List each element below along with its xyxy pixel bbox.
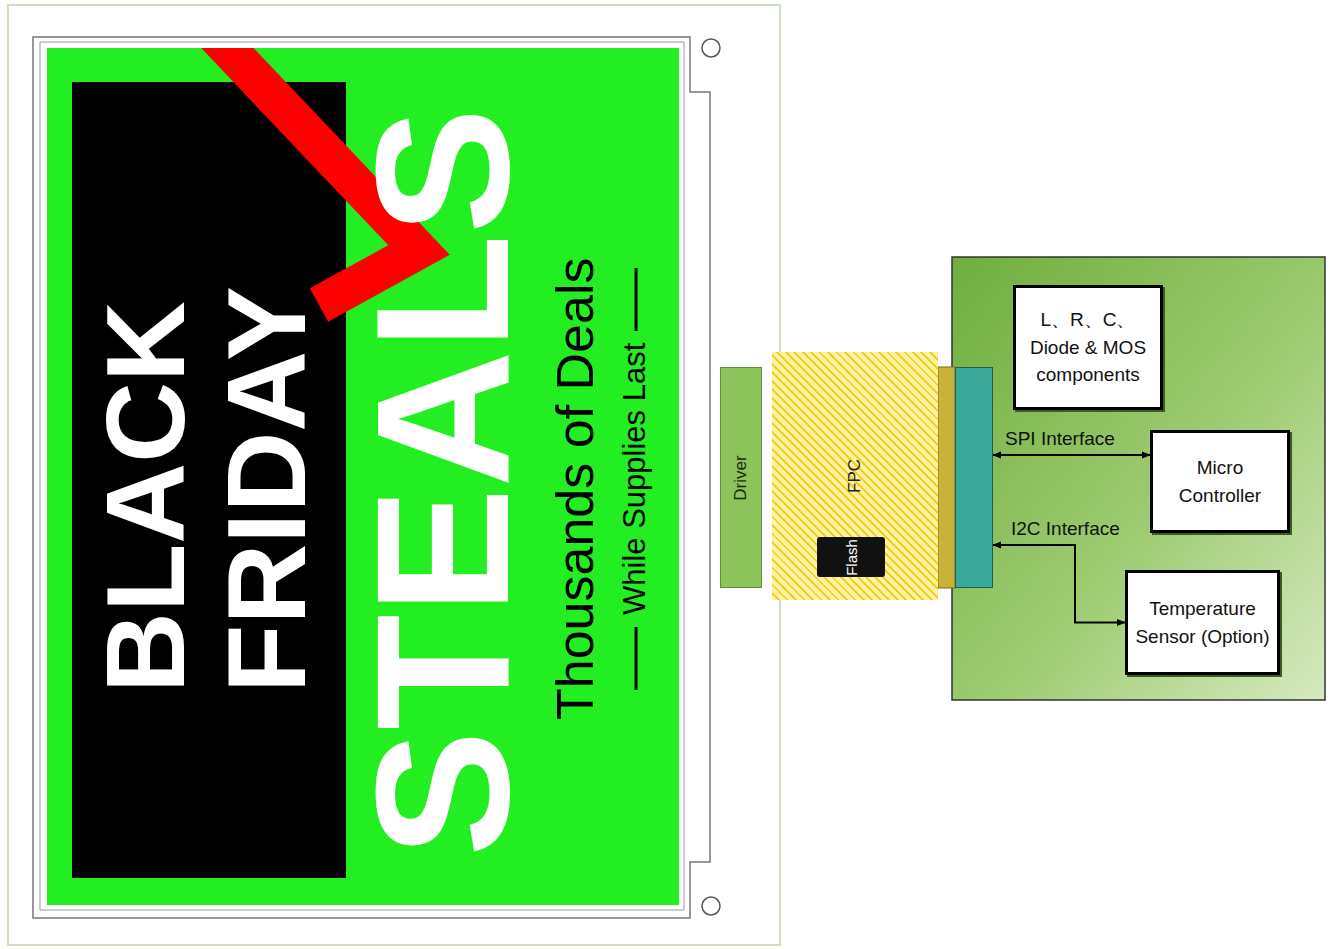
rotated-content: STEALSThousands of Deals While Supplies L… (47, 48, 679, 905)
panel-inner-frame (40, 42, 684, 910)
controller-board (952, 257, 1325, 700)
subheading-text: Thousands of Deals (549, 258, 601, 721)
tagline-text: While Supplies Last (619, 343, 650, 615)
bus-label: SPI Interface (1005, 428, 1115, 451)
node-label: L、R、C、 Diode & MOS components (1022, 306, 1154, 389)
node-label: Flash (843, 539, 860, 576)
bus-connector (993, 454, 1150, 456)
component-box: L、R、C、 Diode & MOS components (1013, 285, 1163, 410)
sensor-box: Temperature Sensor (Option) (1125, 570, 1280, 675)
dash-line (635, 627, 638, 690)
node-label: FPC (845, 459, 865, 493)
panel-frame (33, 37, 710, 918)
headline-text: BLACK FRIDAY (86, 223, 328, 693)
board-connector (955, 367, 993, 588)
mount-hole (702, 897, 720, 915)
display-screen: STEALSThousands of Deals While Supplies L… (47, 48, 679, 905)
connector-contacts (938, 367, 955, 588)
mcu-box: Micro Controller (1150, 430, 1290, 533)
mount-hole (702, 39, 720, 57)
node-label: Temperature Sensor (Option) (1134, 595, 1271, 650)
driver-ic: Driver (720, 367, 762, 588)
headline-box: BLACK FRIDAY (72, 82, 346, 878)
node-label: Micro Controller (1159, 454, 1281, 509)
headline-text: STEALS (347, 107, 537, 857)
fpc-cable: FPC Flash (772, 352, 938, 600)
check-mark (215, 48, 419, 305)
node-label: Driver (731, 455, 751, 500)
bus-label: I2C Interface (1011, 518, 1120, 541)
dash-line (635, 268, 638, 331)
bus-connector (993, 545, 1125, 623)
flash-chip: Flash (817, 537, 885, 577)
panel-outline (8, 5, 780, 945)
